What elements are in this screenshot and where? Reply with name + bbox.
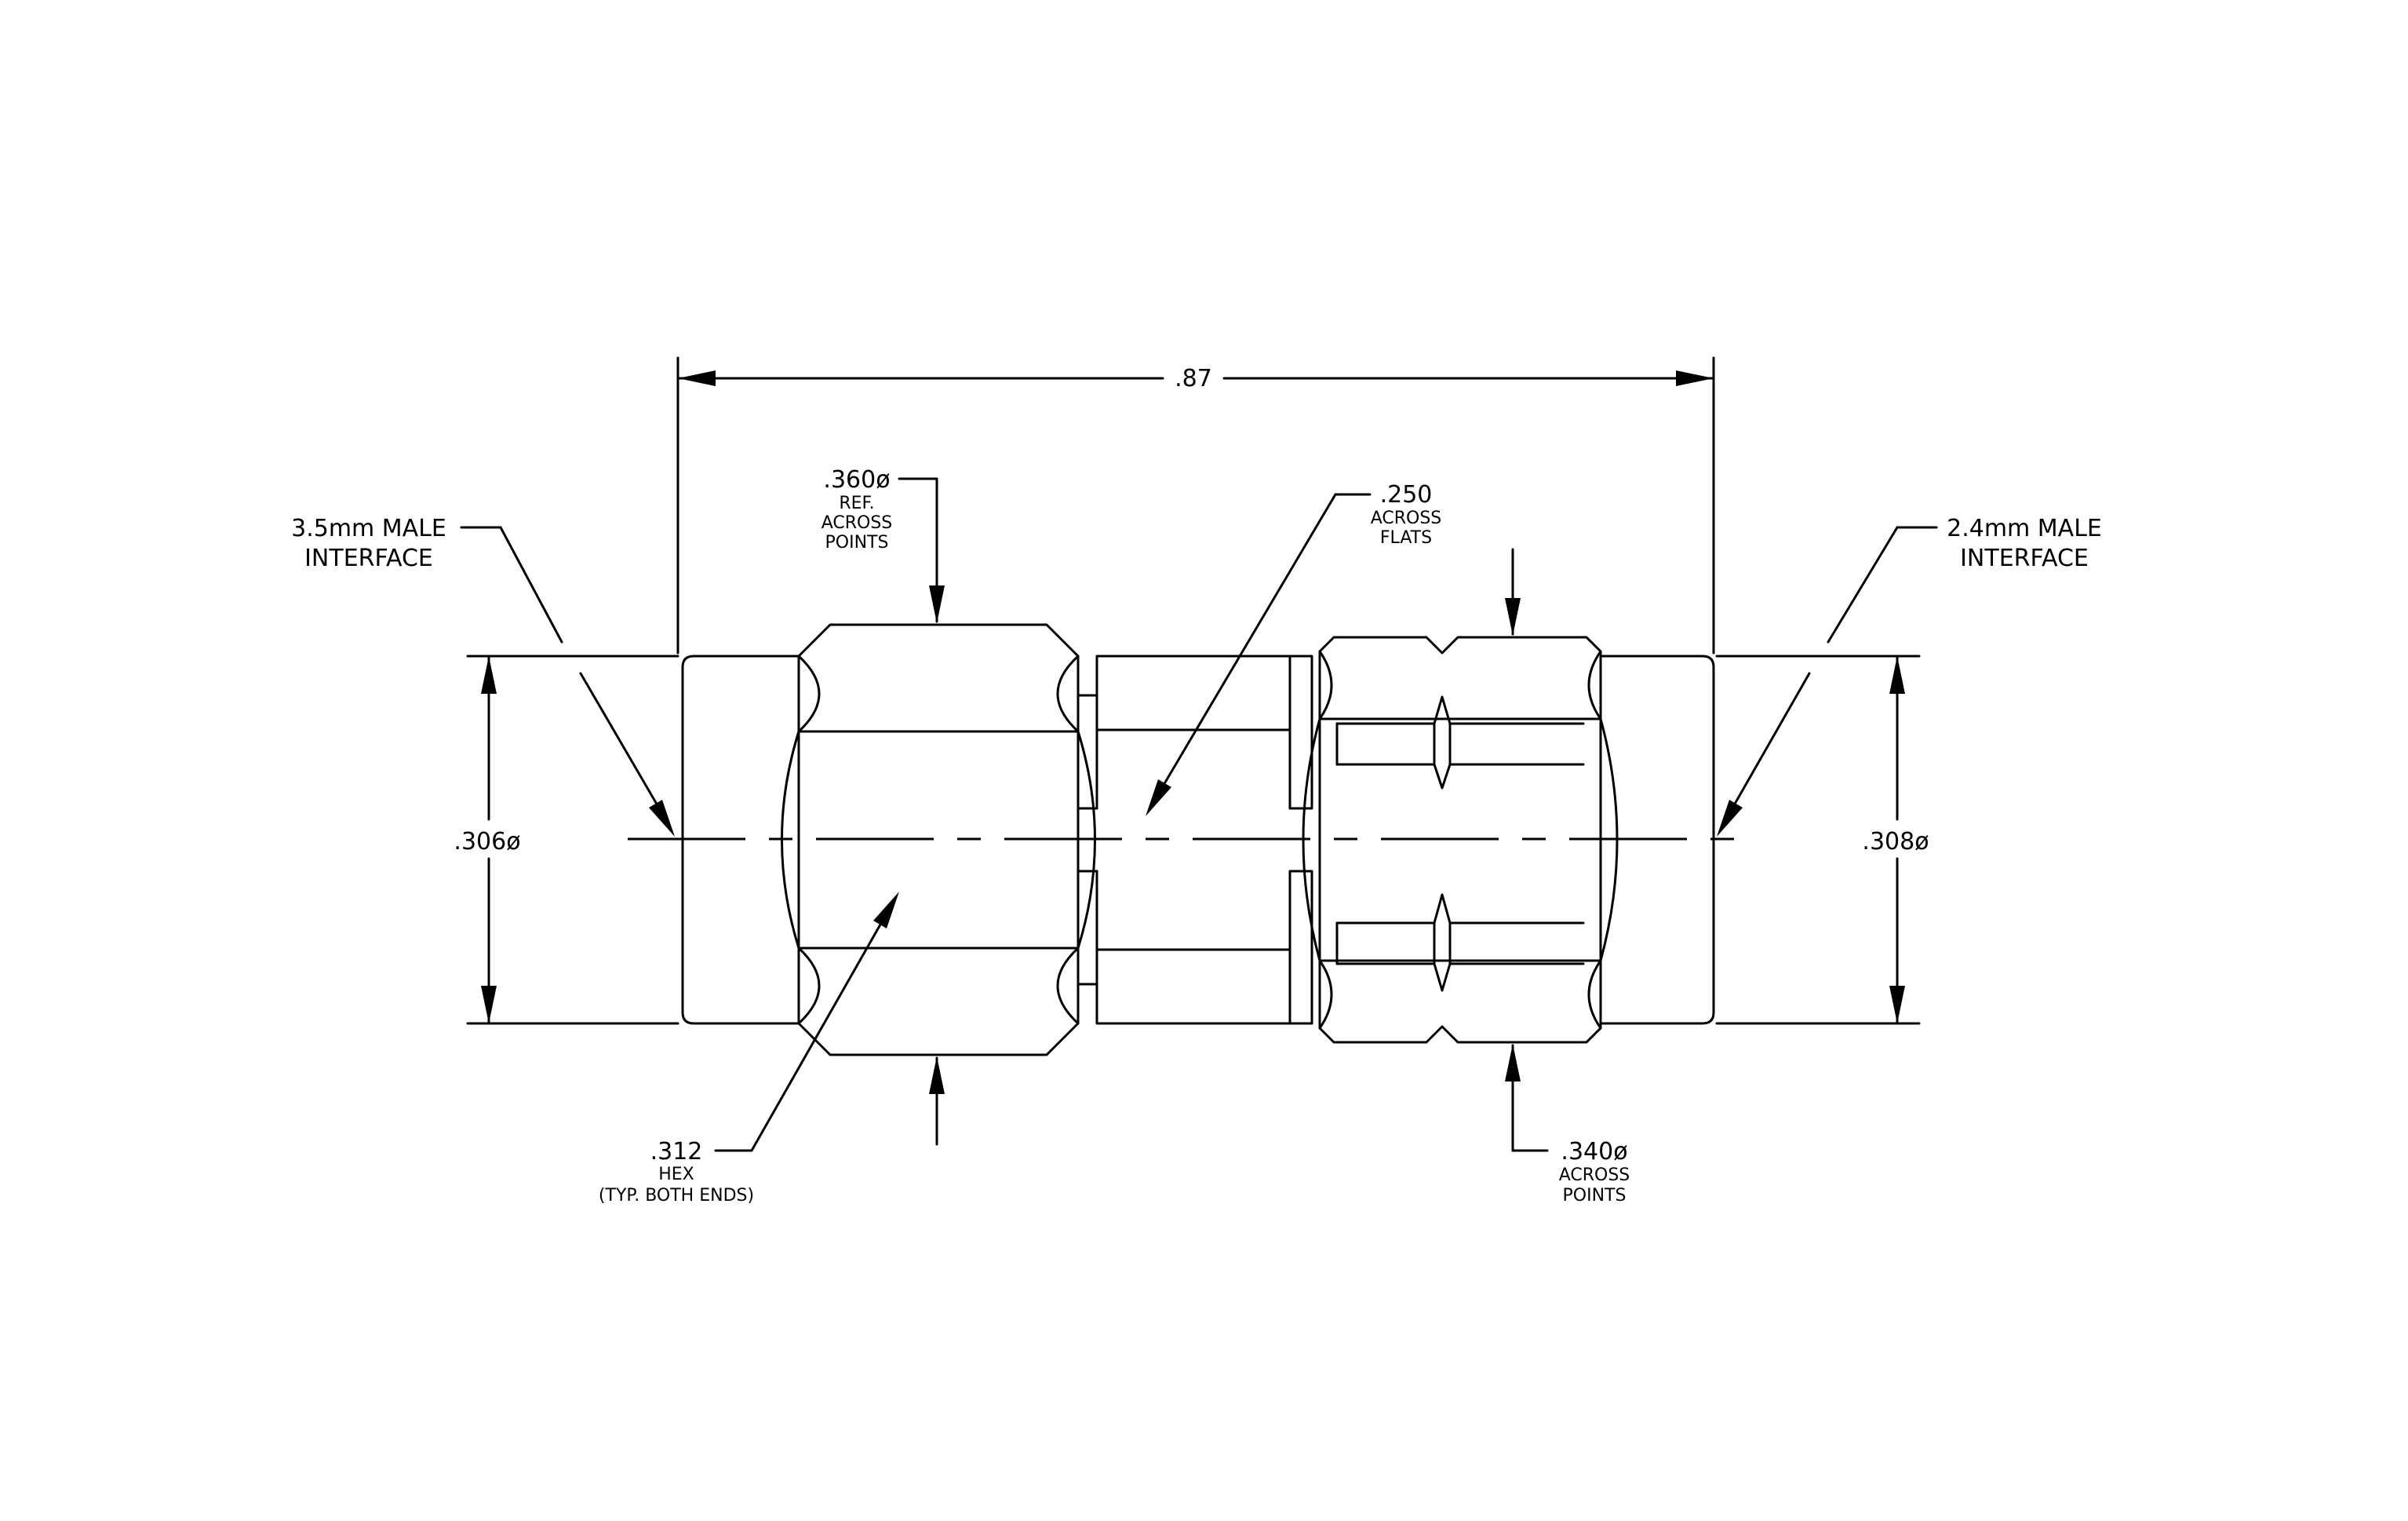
flats-250-note-flats: FLATS xyxy=(1380,528,1432,548)
hex-360-leader xyxy=(898,477,945,1146)
flats-250-label: .250 xyxy=(1380,481,1433,509)
flats-250-leader xyxy=(1146,493,1372,816)
dia-308-dimension xyxy=(1715,655,1921,1025)
hex-312-label: .312 xyxy=(650,1138,703,1165)
overall-length-dimension xyxy=(676,356,1715,655)
dia-308-label: .308ø xyxy=(1862,828,1929,855)
hex-360-label: .360ø xyxy=(823,466,890,494)
right-hex-nut xyxy=(1302,636,1619,1044)
left-hex-nut xyxy=(781,623,1096,1056)
hex-360-note-points: POINTS xyxy=(825,533,889,553)
overall-length-label: .87 xyxy=(1175,365,1212,392)
hex-340-note-points: POINTS xyxy=(1563,1186,1627,1205)
left-interface-leader xyxy=(460,526,675,837)
hex-340-note-across: ACROSS xyxy=(1559,1165,1630,1185)
left-interface-label-line1: 3.5mm MALE xyxy=(291,515,446,542)
right-end-body xyxy=(1599,655,1715,1025)
hex-340-leader xyxy=(1505,548,1549,1152)
right-interface-label-line2: INTERFACE xyxy=(1960,545,2089,572)
hex-312-note-hex: HEX xyxy=(658,1165,694,1184)
flats-250-note-across: ACROSS xyxy=(1371,509,1442,528)
hex-360-note-across: ACROSS xyxy=(821,513,893,533)
hex-312-note-typ: (TYP. BOTH ENDS) xyxy=(599,1186,754,1205)
hex-312-leader xyxy=(714,892,899,1152)
left-end-body xyxy=(681,655,800,1025)
left-interface-label-line2: INTERFACE xyxy=(304,545,433,572)
dia-306-label: .306ø xyxy=(454,828,520,855)
middle-body xyxy=(1076,655,1313,1025)
hex-360-note-ref: REF. xyxy=(839,494,874,513)
right-interface-label-line1: 2.4mm MALE xyxy=(1947,515,2102,542)
right-interface-leader xyxy=(1717,526,1938,837)
dia-306-dimension xyxy=(466,655,679,1025)
hex-340-label: .340ø xyxy=(1561,1138,1627,1165)
